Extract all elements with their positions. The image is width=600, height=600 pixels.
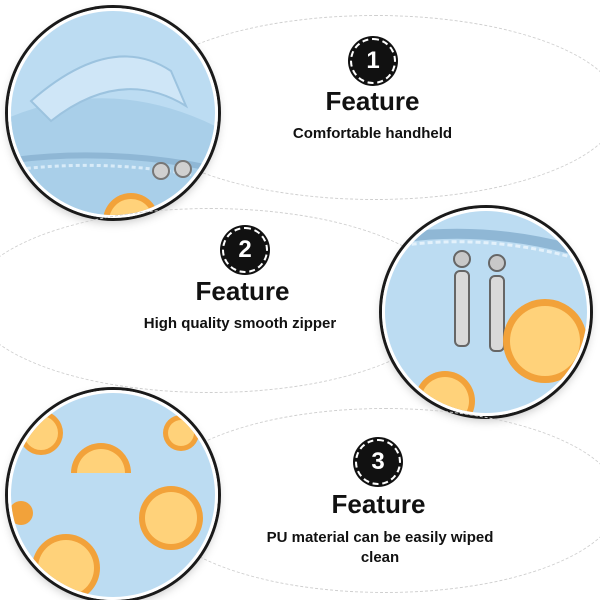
feature-number-badge: 2 xyxy=(222,227,268,273)
feature-number: 2 xyxy=(238,236,252,263)
feature-description: Comfortable handheld xyxy=(292,125,453,142)
bag-handle-photo xyxy=(8,8,218,218)
feature-title: Feature xyxy=(195,276,290,306)
feature-title: Feature xyxy=(325,86,420,116)
feature-number: 1 xyxy=(366,47,380,74)
feature-number-badge: 3 xyxy=(355,439,401,485)
feature-description: High quality smooth zipper xyxy=(143,315,337,332)
feature-title: Feature xyxy=(331,489,426,519)
feature-section-1: 1 Feature Comfortable handheld xyxy=(0,0,600,218)
feature-section-3: 3 Feature PU material can be easily wipe… xyxy=(0,390,600,600)
feature-section-2: 2 Feature High quality smooth zipper xyxy=(0,200,600,416)
zipper-photo xyxy=(382,208,590,416)
feature-number: 3 xyxy=(371,448,385,475)
orange-pattern-photo xyxy=(8,390,218,600)
feature-number-badge: 1 xyxy=(350,38,396,84)
feature-description: PU material can be easily wiped clean xyxy=(266,529,494,566)
